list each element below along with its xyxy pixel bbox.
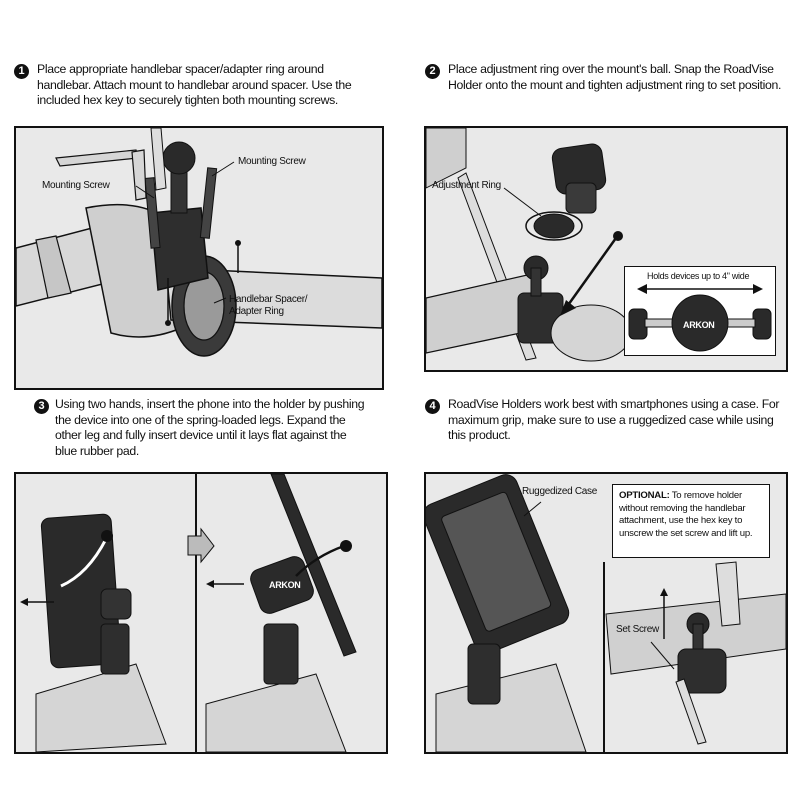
- step-4-instructions: RoadVise Holders work best with smartpho…: [448, 397, 793, 444]
- inset-holder-width: Holds devices up to 4" wide ARKON: [624, 266, 776, 356]
- step-3-number-badge: 3: [34, 399, 49, 414]
- callout-mounting-screw-right: Mounting Screw: [238, 156, 306, 167]
- callout-holds-devices: Holds devices up to 4" wide: [647, 271, 750, 281]
- step-2-instructions: Place adjustment ring over the mount's b…: [448, 62, 793, 93]
- step-4-line-2: maximum grip, make sure to use a ruggedi…: [448, 412, 774, 427]
- step-1-line-2: handlebar. Attach mount to handlebar aro…: [37, 77, 352, 92]
- callout-set-screw: Set Screw: [616, 624, 659, 635]
- callout-spacer-ring: Handlebar Spacer/ Adapter Ring: [229, 294, 308, 318]
- callout-mounting-screw-left: Mounting Screw: [42, 180, 110, 191]
- optional-note: OPTIONAL: To remove holder without remov…: [612, 484, 770, 558]
- handlebar-mount-drawing: [16, 128, 382, 357]
- optional-note-line-3: attachment, use the hex key to: [619, 515, 743, 526]
- step-4-line-1: RoadVise Holders work best with smartpho…: [448, 397, 780, 411]
- step-1-illustration: Mounting Screw Mounting Screw Handlebar …: [14, 126, 384, 390]
- optional-note-line-1: OPTIONAL: To remove holder: [619, 490, 763, 503]
- holder-brand-logo-step3: ARKON: [269, 580, 301, 590]
- step-3-line-1: Using two hands, insert the phone into t…: [55, 397, 365, 411]
- holder-brand-logo: ARKON: [683, 320, 715, 330]
- step-1-line-3: included hex key to securely tighten bot…: [37, 93, 338, 107]
- step-1-number-badge: 1: [14, 64, 29, 79]
- step-3-illustration: ARKON: [14, 472, 388, 754]
- callout-adjustment-ring: Adjustment Ring: [432, 180, 501, 191]
- optional-note-line-2: without removing the handlebar: [619, 502, 746, 514]
- step-2-line-1: Place adjustment ring over the mount's b…: [448, 62, 774, 76]
- optional-text-1: To remove holder: [671, 490, 742, 501]
- callout-ruggedized-case: Ruggedized Case: [522, 486, 597, 497]
- optional-label: OPTIONAL:: [619, 490, 670, 501]
- step-2-line-2: Holder onto the mount and tighten adjust…: [448, 77, 782, 92]
- step-3-line-3: other leg and fully insert device until …: [55, 428, 347, 442]
- step-2-illustration: Adjustment Ring Holds devices up to 4" w…: [424, 126, 788, 372]
- callout-spacer-line-2: Adapter Ring: [229, 306, 284, 317]
- step-3-line-4: blue rubber pad.: [55, 443, 139, 458]
- optional-note-line-4: unscrew the set screw and lift up.: [619, 527, 753, 539]
- step-4-number-badge: 4: [425, 399, 440, 414]
- step-1-line-1: Place appropriate handlebar spacer/adapt…: [37, 62, 324, 76]
- ruggedized-case-drawing: [426, 474, 786, 752]
- phone-insert-drawing: [20, 474, 357, 752]
- callout-spacer-line-1: Handlebar Spacer/: [229, 294, 308, 305]
- step-4-line-3: this product.: [448, 428, 511, 442]
- holder-width-drawing: [628, 284, 772, 352]
- adjustment-ring-drawing: [426, 128, 632, 362]
- step-1-instructions: Place appropriate handlebar spacer/adapt…: [37, 62, 387, 109]
- step-3-instructions: Using two hands, insert the phone into t…: [55, 397, 385, 459]
- step-2-number-badge: 2: [425, 64, 440, 79]
- step-4-illustration: Ruggedized Case OPTIONAL: To remove hold…: [424, 472, 788, 754]
- step-3-line-2: the device into one of the spring-loaded…: [55, 412, 346, 427]
